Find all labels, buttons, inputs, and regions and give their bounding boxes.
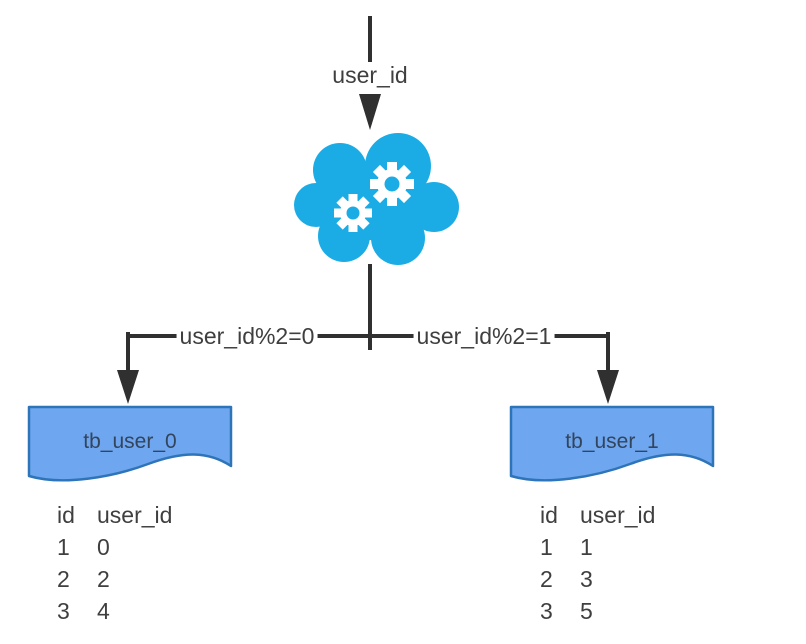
branch-condition-right: user_id%2=1 <box>413 322 555 350</box>
table-row-cell: 5 <box>580 598 593 624</box>
arrow-down-icon <box>597 370 619 404</box>
table-row-cell: 2 <box>57 566 70 592</box>
table-data-tb-user-1: id user_id 1 1 2 3 3 5 <box>540 499 655 627</box>
table-row-cell: 1 <box>57 534 70 560</box>
table-row-cell: 2 <box>540 566 553 592</box>
column-header-id: id <box>57 502 75 528</box>
branch-condition-left: user_id%2=0 <box>176 322 318 350</box>
gear-icon-large <box>370 162 414 206</box>
table-shape-tb-user-0 <box>27 405 233 482</box>
table-title-tb-user-0: tb_user_0 <box>83 430 177 453</box>
table-row-cell: 3 <box>57 598 70 624</box>
table-row-cell: 3 <box>540 598 553 624</box>
input-label: user_id <box>332 62 408 88</box>
table-title-tb-user-1: tb_user_1 <box>565 430 659 453</box>
cloud-compute-icon <box>294 133 459 265</box>
table-data-tb-user-0: id user_id 1 0 2 2 3 4 <box>57 499 172 627</box>
gear-icon-small <box>330 190 376 236</box>
table-shape-tb-user-1 <box>509 405 715 482</box>
table-row-cell: 0 <box>97 534 110 560</box>
table-row-cell: 2 <box>97 566 110 592</box>
column-header-id: id <box>540 502 558 528</box>
arrow-down-icon <box>359 94 381 130</box>
table-row-cell: 3 <box>580 566 593 592</box>
table-row-cell: 1 <box>580 534 593 560</box>
table-row-cell: 1 <box>540 534 553 560</box>
column-header-user-id: user_id <box>580 502 656 528</box>
column-header-user-id: user_id <box>97 502 173 528</box>
table-row-cell: 4 <box>97 598 110 624</box>
arrow-down-icon <box>117 370 139 404</box>
